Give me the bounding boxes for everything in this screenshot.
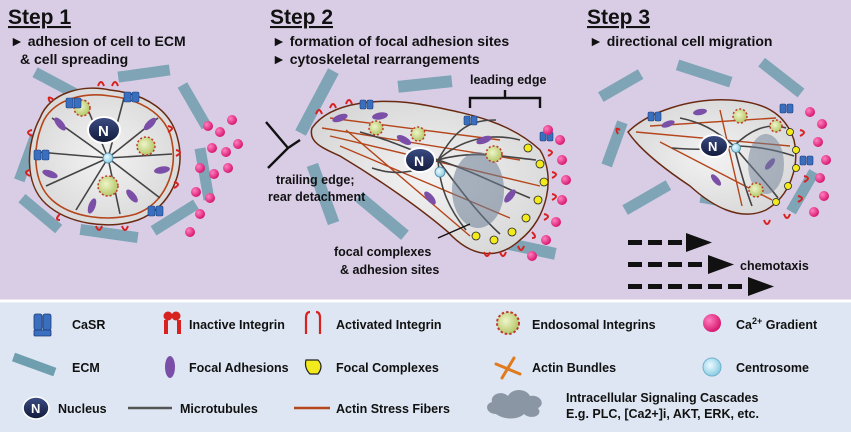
nucleus-icon [22,396,50,420]
step2-focal-adhesions [332,112,516,205]
step3-casr [647,103,814,166]
legend: CaSR Inactive Integrin Activated Integri… [11,310,818,421]
focal-complexes-label-2: & adhesion sites [340,263,439,277]
legend-signaling: Intracellular Signaling Cascades E.g. PL… [487,390,759,421]
step1-line2: & cell spreading [20,51,128,67]
chemotaxis-arrow-3 [628,277,774,296]
step2-integrins [315,99,557,257]
ecm-icon [11,352,57,377]
ca-superscript: 2+ [752,316,762,326]
legend-focal-adhesions: Focal Adhesions [165,356,289,378]
legend-signaling-label-2: E.g. PLC, [Ca2+]i, AKT, ERK, etc. [566,407,759,421]
activated-integrin-icon [304,310,322,334]
legend-activated-integrin-label: Activated Integrin [336,318,442,332]
chemotaxis-arrow-2 [628,255,734,274]
legend-actin-stress-fibers: Actin Stress Fibers [294,402,450,416]
step1-nucleus-label: N [98,123,109,140]
calcium-icon [703,314,721,332]
step2-scene: N [265,68,571,277]
step1-integrins [25,81,181,231]
legend-inactive-integrin-label: Inactive Integrin [189,318,285,332]
endosome-icon [496,311,520,335]
step3-endosomes [732,108,783,198]
legend-centrosome-label: Centrosome [736,361,809,375]
step1-nucleus [87,116,121,144]
ca-prefix: Ca [736,318,753,332]
legend-focal-complexes-label: Focal Complexes [336,361,439,375]
step1-casr [33,91,164,217]
step3-title: Step 3 [587,6,650,29]
legend-actin-bundles: Actin Bundles [494,356,616,380]
legend-ecm: ECM [11,352,100,377]
legend-nucleus-label: Nucleus [58,402,107,416]
legend-actin-stress-fibers-label: Actin Stress Fibers [336,402,450,416]
step2-calcium-gradient [527,125,571,261]
step1-centrosome [102,152,114,164]
legend-nucleus: N Nucleus [22,396,107,420]
focal-adhesion-icon [165,356,175,378]
legend-casr-label: CaSR [72,318,105,332]
trailing-edge-label-1: trailing edge; [276,173,354,187]
trailing-edge-bracket [265,121,301,169]
step3-nucleus-label: N [708,139,717,154]
step1-actin-ring [35,94,175,219]
step2-centrosome [434,166,446,178]
leading-edge-label: leading edge [470,73,546,87]
legend-activated-integrin: Activated Integrin [304,310,442,334]
ca-suffix: Gradient [762,318,818,332]
step3-calcium-gradient [805,107,831,217]
nucleus-icon-letter: N [31,401,40,416]
legend-endosomal-integrins-label: Endosomal Integrins [532,318,656,332]
focal-complexes-label-1: focal complexes [334,245,431,259]
step2-nucleus [404,147,436,173]
step2-nucleus-label: N [414,153,424,169]
trailing-edge-label-2: rear detachment [268,190,366,204]
centrosome-icon [702,357,722,377]
step3-line1: ► directional cell migration [589,33,772,49]
legend-microtubules-label: Microtubules [180,402,258,416]
step2-line1: ► formation of focal adhesion sites [272,33,509,49]
focal-complex-pointer [437,223,471,239]
signaling-cloud-icon [487,390,542,419]
step3-nucleus [699,134,729,158]
legend-actin-bundles-label: Actin Bundles [532,361,616,375]
step1-scene: N [14,64,243,243]
focal-complex-icon [304,359,322,375]
legend-ca-gradient-label: Ca2+ Gradient [736,316,818,332]
step2-focal-complexes [471,143,549,245]
legend-ca-gradient: Ca2+ Gradient [703,314,818,332]
step3-focal-complexes [772,128,800,206]
legend-casr: CaSR [33,313,105,337]
legend-centrosome: Centrosome [702,357,809,377]
casr-icon [33,313,52,337]
legend-signaling-label-1: Intracellular Signaling Cascades [566,391,758,405]
chemotaxis-label: chemotaxis [740,259,809,273]
step1-title: Step 1 [8,6,71,29]
step3-scene: N [598,57,831,296]
step1-calcium-gradient [185,115,243,237]
legend-focal-complexes: Focal Complexes [304,359,439,375]
step1-line1: ► adhesion of cell to ECM [10,33,186,49]
legend-microtubules: Microtubules [128,402,258,416]
legend-inactive-integrin: Inactive Integrin [163,311,285,334]
legend-ecm-label: ECM [72,361,100,375]
legend-endosomal-integrins: Endosomal Integrins [496,311,656,335]
step2-title: Step 2 [270,6,333,29]
leading-edge-bracket [468,90,542,108]
step3-centrosome [731,143,741,153]
step3-signaling-cloud [748,134,784,194]
actin-bundle-icon [494,356,522,380]
chemotaxis-arrow-1 [628,233,712,252]
inactive-integrin-icon [163,311,181,334]
legend-focal-adhesions-label: Focal Adhesions [189,361,289,375]
chemotaxis-arrows [628,233,774,296]
step2-line2: ► cytoskeletal rearrangements [272,51,480,67]
step1-focal-adhesions [42,117,170,214]
step3-integrins [615,127,809,225]
step2-signaling-cloud [452,152,504,228]
step2-endosomes [368,120,503,163]
